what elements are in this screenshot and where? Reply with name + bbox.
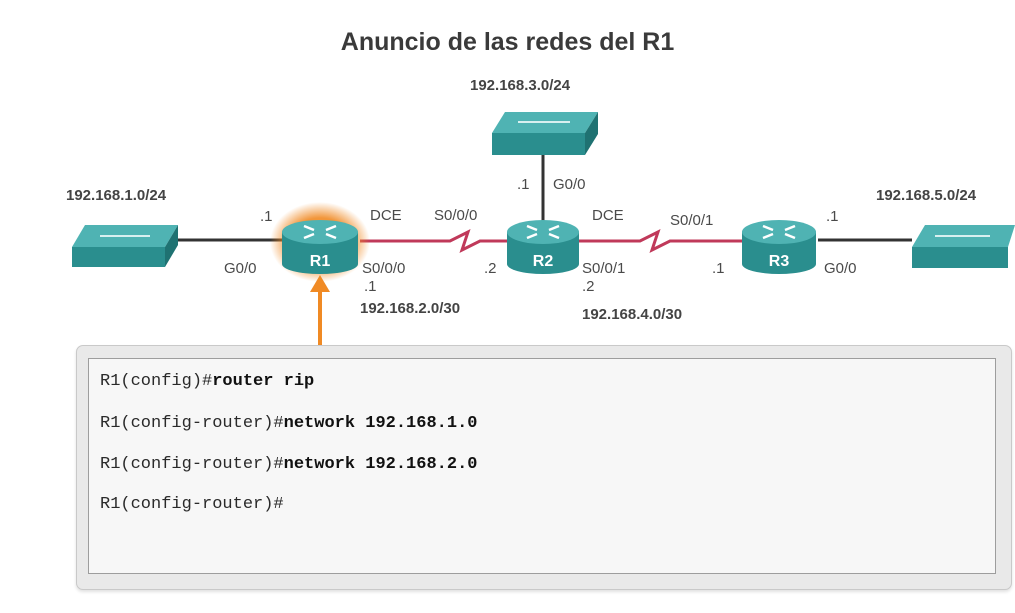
router-icon — [282, 220, 358, 274]
diagram-title: Anuncio de las redes del R1 — [340, 28, 675, 56]
switch-icon — [492, 112, 598, 155]
cli-line: R1(config-router)#network 192.168.1.0 — [100, 414, 477, 433]
cli-prompt: R1(config-router)# — [100, 495, 284, 514]
cli-command: network 192.168.2.0 — [283, 455, 478, 474]
cli-command: router rip — [212, 372, 315, 391]
ip-label: .1 — [712, 260, 725, 277]
cli-line: R1(config-router)# — [100, 495, 284, 514]
ip-label: .2 — [484, 260, 497, 277]
network-label: 192.168.5.0/24 — [876, 187, 977, 204]
cli-line: R1(config-router)#network 192.168.2.0 — [100, 455, 477, 474]
cli-prompt: R1(config-router)# — [100, 414, 284, 433]
serial-link-r1-r2 — [360, 229, 510, 253]
switch-icon — [912, 225, 1015, 268]
router-icon — [507, 220, 579, 274]
router-icon — [742, 220, 816, 274]
cli-command: network 192.168.1.0 — [283, 414, 478, 433]
ip-label: .1 — [260, 208, 273, 225]
serial-link-r2-r3 — [578, 229, 742, 253]
ip-label: .1 — [826, 208, 839, 225]
highlight-arrow-head — [310, 275, 330, 292]
dce-label: DCE — [592, 207, 624, 224]
network-label: 192.168.2.0/30 — [360, 300, 461, 317]
interface-label: G0/0 — [553, 176, 586, 193]
network-topology: R1 R2 R3 — [72, 112, 1015, 345]
router-label-r1: R1 — [310, 253, 331, 270]
interface-label: G0/0 — [224, 260, 257, 277]
ip-label: .1 — [364, 278, 377, 295]
ip-label: .2 — [582, 278, 595, 295]
router-label-r2: R2 — [533, 253, 554, 270]
interface-label: S0/0/1 — [670, 212, 714, 229]
network-label: 192.168.1.0/24 — [66, 187, 167, 204]
dce-label: DCE — [370, 207, 402, 224]
router-label-r3: R3 — [769, 253, 790, 270]
ip-label: .1 — [517, 176, 530, 193]
network-label: 192.168.3.0/24 — [470, 77, 571, 94]
interface-label: S0/0/0 — [362, 260, 406, 277]
cli-terminal — [88, 358, 996, 574]
switch-icon — [72, 225, 178, 267]
interface-label: S0/0/0 — [434, 207, 478, 224]
cli-prompt: R1(config)# — [100, 372, 213, 391]
cli-prompt: R1(config-router)# — [100, 455, 284, 474]
interface-label: S0/0/1 — [582, 260, 626, 277]
network-label: 192.168.4.0/30 — [582, 306, 683, 323]
cli-line: R1(config)#router rip — [100, 372, 314, 391]
interface-label: G0/0 — [824, 260, 857, 277]
